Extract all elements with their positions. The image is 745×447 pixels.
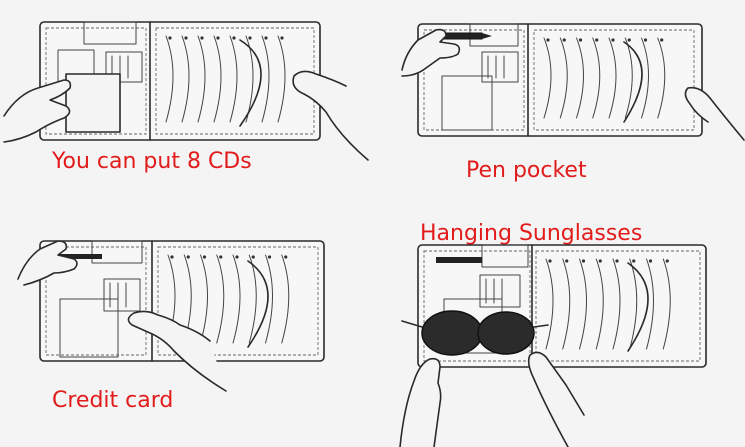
- cd-sleeve: [261, 35, 270, 123]
- cd-sleeve: [281, 254, 290, 344]
- cd-sleeve: [595, 258, 604, 350]
- cd-sleeve: [662, 258, 671, 350]
- pen: [58, 254, 102, 259]
- sleeve-rivet: [546, 38, 550, 42]
- cd-sleeve: [592, 37, 601, 119]
- sleeve-rivet: [284, 255, 288, 259]
- sleeve-rivet: [200, 36, 204, 40]
- cd-sleeve: [641, 37, 649, 119]
- cd-sleeve: [265, 254, 273, 344]
- sleeve-rivet: [632, 259, 636, 263]
- sleeve-rivet: [611, 38, 615, 42]
- sunglasses: [401, 310, 549, 356]
- visor-organizer-pen-illustration: [401, 23, 745, 141]
- cd-sleeve: [608, 37, 617, 119]
- sleeve-rivet: [280, 36, 284, 40]
- visor-case: [39, 240, 325, 362]
- cd-sleeve: [200, 254, 208, 344]
- sleeve-rivet: [595, 38, 599, 42]
- panel-sunglasses: Hanging Sunglasses: [372, 223, 745, 447]
- sleeve-rivet: [615, 259, 619, 263]
- cd-sleeve: [197, 35, 206, 123]
- sleeve-rivet: [170, 255, 174, 259]
- cd-sleeve: [562, 258, 571, 350]
- visor-organizer-cd-illustration: [3, 21, 369, 161]
- sleeve-rivet: [665, 259, 669, 263]
- cd-disc: [627, 262, 649, 352]
- cd-sleeve: [579, 258, 587, 350]
- caption-sunglasses: Hanging Sunglasses: [420, 221, 643, 246]
- sleeve-rivet: [251, 255, 255, 259]
- sleeve-rivet: [643, 38, 648, 42]
- sleeve-rivet: [565, 259, 569, 263]
- caption-cds: You can put 8 CDs: [52, 149, 252, 174]
- hand-right: [527, 351, 585, 447]
- hand-left: [3, 79, 72, 143]
- sleeve-rivet: [627, 38, 631, 42]
- cd-sleeve: [576, 37, 584, 119]
- cd-sleeve: [277, 35, 286, 123]
- sleeve-rivet: [235, 255, 239, 259]
- sleeve-rivet: [562, 38, 566, 42]
- caption-pen: Pen pocket: [466, 158, 587, 183]
- cd-sleeve: [657, 37, 666, 119]
- caption-card: Credit card: [52, 388, 174, 413]
- cd-sleeve: [559, 37, 568, 119]
- sleeve-rivet: [168, 36, 172, 40]
- sleeve-rivet: [267, 255, 272, 259]
- panel-pen: Pen pocket: [372, 0, 745, 223]
- sleeve-rivet: [248, 36, 252, 40]
- cd-sleeve: [543, 37, 552, 119]
- cd-sleeve: [612, 258, 621, 350]
- pen: [436, 257, 482, 263]
- sleeve-rivet: [186, 255, 190, 259]
- sleeve-rivet: [219, 255, 223, 259]
- hand-right: [684, 86, 745, 141]
- cd-sleeve: [181, 35, 190, 123]
- sleeve-rivet: [202, 255, 207, 259]
- cd-sleeve: [216, 254, 225, 344]
- sleeve-rivet: [578, 38, 583, 42]
- hand-left: [399, 357, 442, 447]
- hand-holding-card: [127, 310, 227, 392]
- sleeve-rivet: [264, 36, 268, 40]
- cd-disc: [623, 41, 643, 123]
- sleeve-rivet: [660, 38, 664, 42]
- cd-sleeve: [165, 35, 174, 123]
- cd-sleeve: [545, 258, 554, 350]
- cd-sleeve: [646, 258, 654, 350]
- cd-sleeve: [213, 35, 222, 123]
- visor-case: [417, 23, 703, 137]
- cd-disc: [247, 260, 269, 348]
- card-pocket: [65, 73, 121, 133]
- sleeve-rivet: [598, 259, 602, 263]
- cd-disc: [239, 39, 262, 127]
- sleeve-rivet: [232, 36, 236, 40]
- panel-cds: You can put 8 CDs: [0, 0, 372, 223]
- hand-left: [401, 28, 461, 77]
- sleeve-rivet: [216, 36, 220, 40]
- sleeve-rivet: [184, 36, 188, 40]
- cd-sleeve: [229, 35, 238, 123]
- hand-left: [17, 240, 78, 286]
- visor-organizer-sunglasses-illustration: [399, 244, 707, 447]
- visor-organizer-card-illustration: [17, 240, 325, 392]
- cd-sleeve: [248, 254, 257, 344]
- cd-slots: [165, 35, 286, 123]
- sleeve-rivet: [548, 259, 552, 263]
- hand-right: [292, 70, 369, 161]
- sleeve-rivet: [581, 259, 586, 263]
- sleeve-rivet: [648, 259, 653, 263]
- cd-sleeve: [232, 254, 241, 344]
- panel-card: Credit card: [0, 223, 372, 447]
